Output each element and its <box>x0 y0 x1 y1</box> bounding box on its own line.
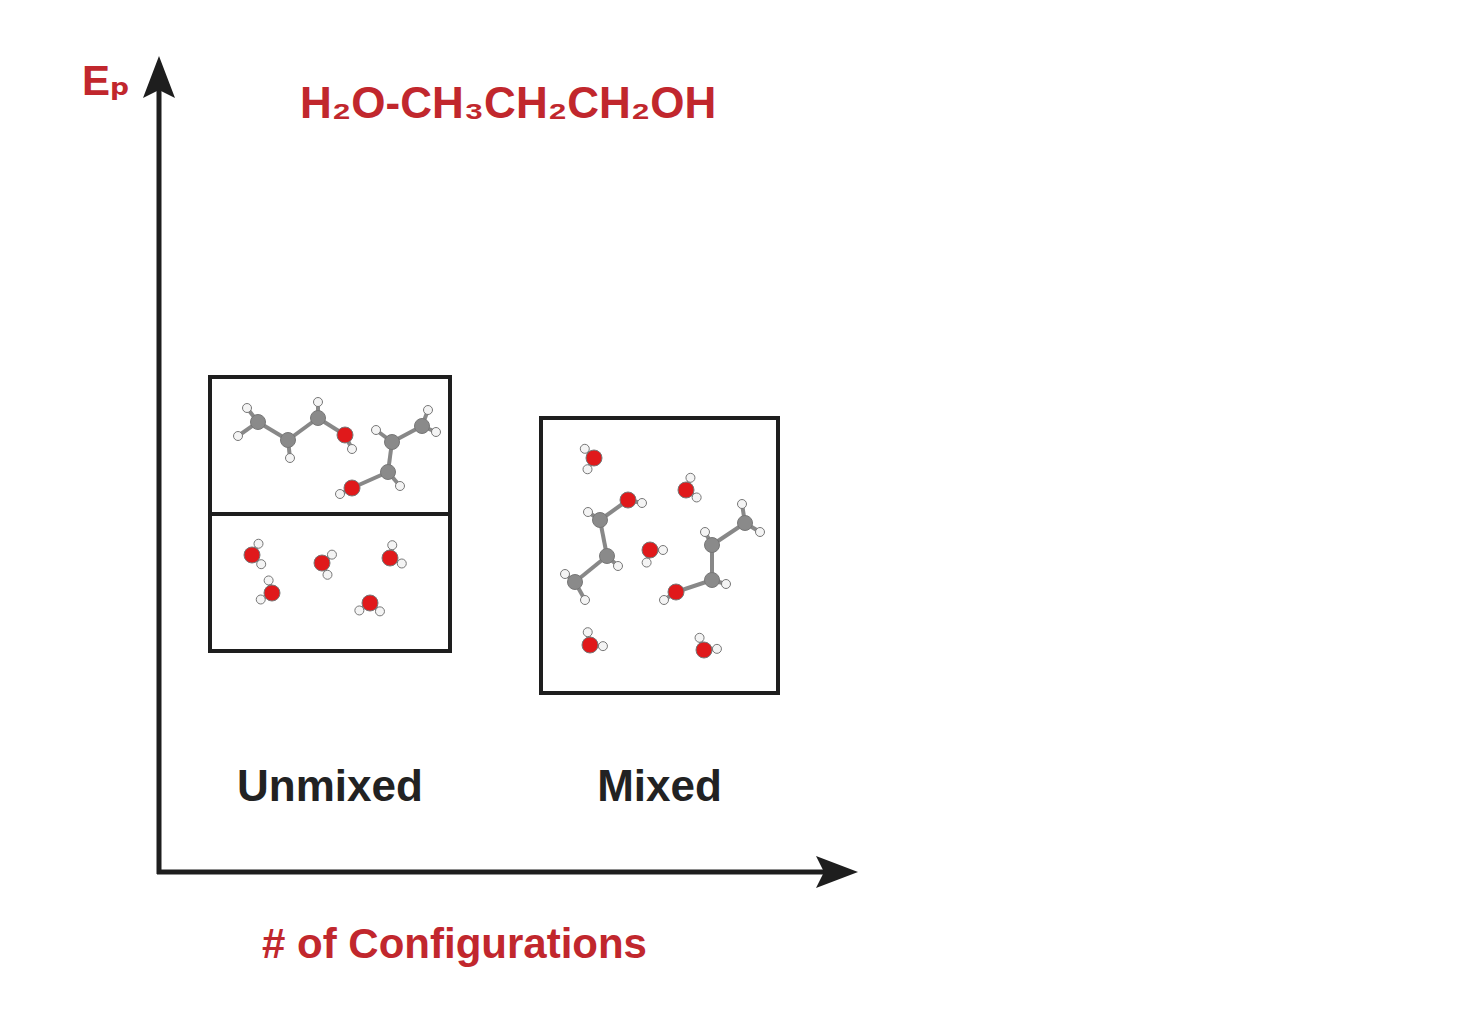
atom <box>415 419 430 434</box>
atom <box>336 490 345 499</box>
atom <box>738 500 747 509</box>
atom <box>584 508 593 517</box>
atom <box>642 558 651 567</box>
atom <box>388 541 397 550</box>
atom <box>311 411 326 426</box>
atom <box>234 432 243 441</box>
atom <box>705 538 720 553</box>
atom <box>568 575 583 590</box>
atom <box>668 584 684 600</box>
sample-box: Unmixed <box>208 375 452 653</box>
atom <box>375 607 384 616</box>
atom <box>705 573 720 588</box>
atom <box>686 473 695 482</box>
title: H₂O-CH₃CH₂CH₂OH <box>300 78 716 128</box>
atom <box>738 516 753 531</box>
atom <box>756 528 765 537</box>
atom <box>314 398 323 407</box>
atom <box>286 454 295 463</box>
atom <box>722 580 731 589</box>
atom <box>660 596 669 605</box>
molecules <box>234 398 765 659</box>
atom <box>251 415 266 430</box>
atom <box>314 555 330 571</box>
atom <box>712 644 721 653</box>
axis-label: Eₚ <box>82 56 130 105</box>
atom <box>582 637 598 653</box>
atom <box>695 633 704 642</box>
atom <box>586 450 602 466</box>
atom <box>281 433 296 448</box>
atom <box>327 550 336 559</box>
atom <box>561 570 570 579</box>
atom <box>381 465 396 480</box>
atom <box>344 480 360 496</box>
atom <box>397 559 406 568</box>
atom <box>614 562 623 571</box>
atom <box>432 428 441 437</box>
atom <box>598 642 607 651</box>
atom <box>362 595 378 611</box>
atom <box>600 549 615 564</box>
atom <box>638 499 647 508</box>
atom <box>593 513 608 528</box>
atom <box>692 493 701 502</box>
atom <box>620 492 636 508</box>
atom <box>583 465 592 474</box>
atom <box>348 445 357 454</box>
atom <box>355 606 364 615</box>
atom <box>424 406 433 415</box>
atom <box>701 528 710 537</box>
y-axis <box>157 88 162 874</box>
atom <box>264 585 280 601</box>
atom <box>264 576 273 585</box>
atom <box>642 542 658 558</box>
atom <box>581 596 590 605</box>
x-axis <box>157 870 828 875</box>
atom <box>243 404 252 413</box>
atom <box>323 570 332 579</box>
atom <box>257 560 266 569</box>
y-arrowhead <box>143 56 175 98</box>
atom <box>659 546 668 555</box>
axes <box>157 88 828 874</box>
divider <box>210 512 450 516</box>
atom <box>583 628 592 637</box>
axis-label: # of Configurations <box>262 920 647 968</box>
atom <box>256 595 265 604</box>
x-arrowhead <box>816 856 858 888</box>
atom <box>254 539 263 548</box>
box-caption: Unmixed <box>237 761 423 811</box>
atom <box>382 550 398 566</box>
atom <box>372 426 381 435</box>
atom <box>385 435 400 450</box>
sample-box: Mixed <box>539 416 780 695</box>
atom <box>580 444 589 453</box>
box-caption: Mixed <box>597 761 722 811</box>
atom <box>396 482 405 491</box>
atom <box>696 642 712 658</box>
atom <box>678 482 694 498</box>
atom <box>244 547 260 563</box>
atom <box>337 427 353 443</box>
